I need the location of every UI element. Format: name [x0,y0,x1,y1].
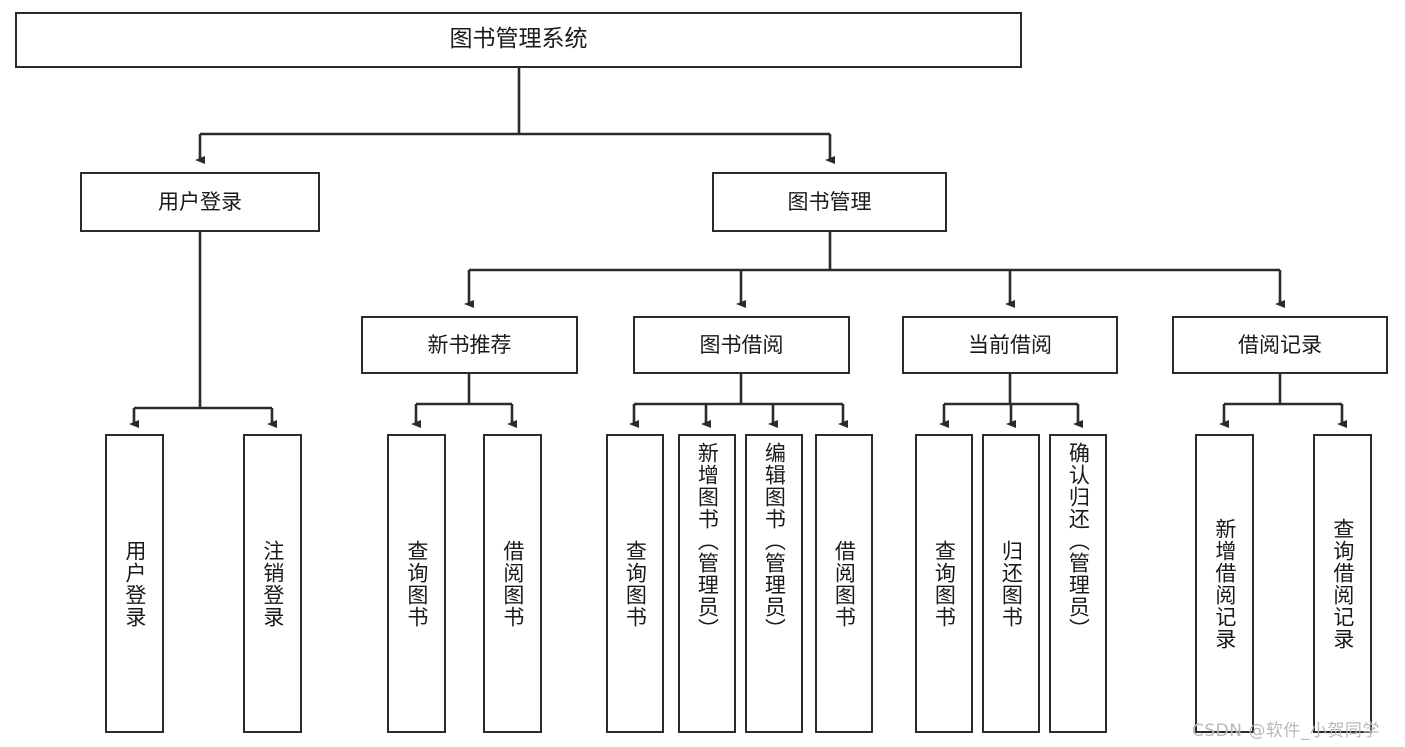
node-leaf-edit-book[interactable]: 编辑图书（管理员） [745,434,803,733]
node-new-book-recommend[interactable]: 新书推荐 [361,316,578,374]
node-leaf-query-book-3[interactable]: 查询图书 [915,434,973,733]
csdn-watermark: CSDN @软件_小贺同学 [1192,721,1380,741]
node-user-login[interactable]: 用户登录 [80,172,320,232]
node-leaf-borrow-book-1[interactable]: 借阅图书 [483,434,542,733]
node-leaf-add-record[interactable]: 新增借阅记录 [1195,434,1254,733]
node-root[interactable]: 图书管理系统 [15,12,1022,68]
node-leaf-query-record[interactable]: 查询借阅记录 [1313,434,1372,733]
node-current-borrow[interactable]: 当前借阅 [902,316,1118,374]
node-book-borrow[interactable]: 图书借阅 [633,316,850,374]
node-leaf-confirm-return[interactable]: 确认归还（管理员） [1049,434,1107,733]
node-leaf-logout-login[interactable]: 注销登录 [243,434,302,733]
node-leaf-query-book-2[interactable]: 查询图书 [606,434,664,733]
node-book-manage[interactable]: 图书管理 [712,172,947,232]
node-leaf-query-book-1[interactable]: 查询图书 [387,434,446,733]
node-borrow-record[interactable]: 借阅记录 [1172,316,1388,374]
node-leaf-return-book[interactable]: 归还图书 [982,434,1040,733]
node-leaf-borrow-book-2[interactable]: 借阅图书 [815,434,873,733]
node-leaf-add-book[interactable]: 新增图书（管理员） [678,434,736,733]
node-leaf-user-login[interactable]: 用户登录 [105,434,164,733]
